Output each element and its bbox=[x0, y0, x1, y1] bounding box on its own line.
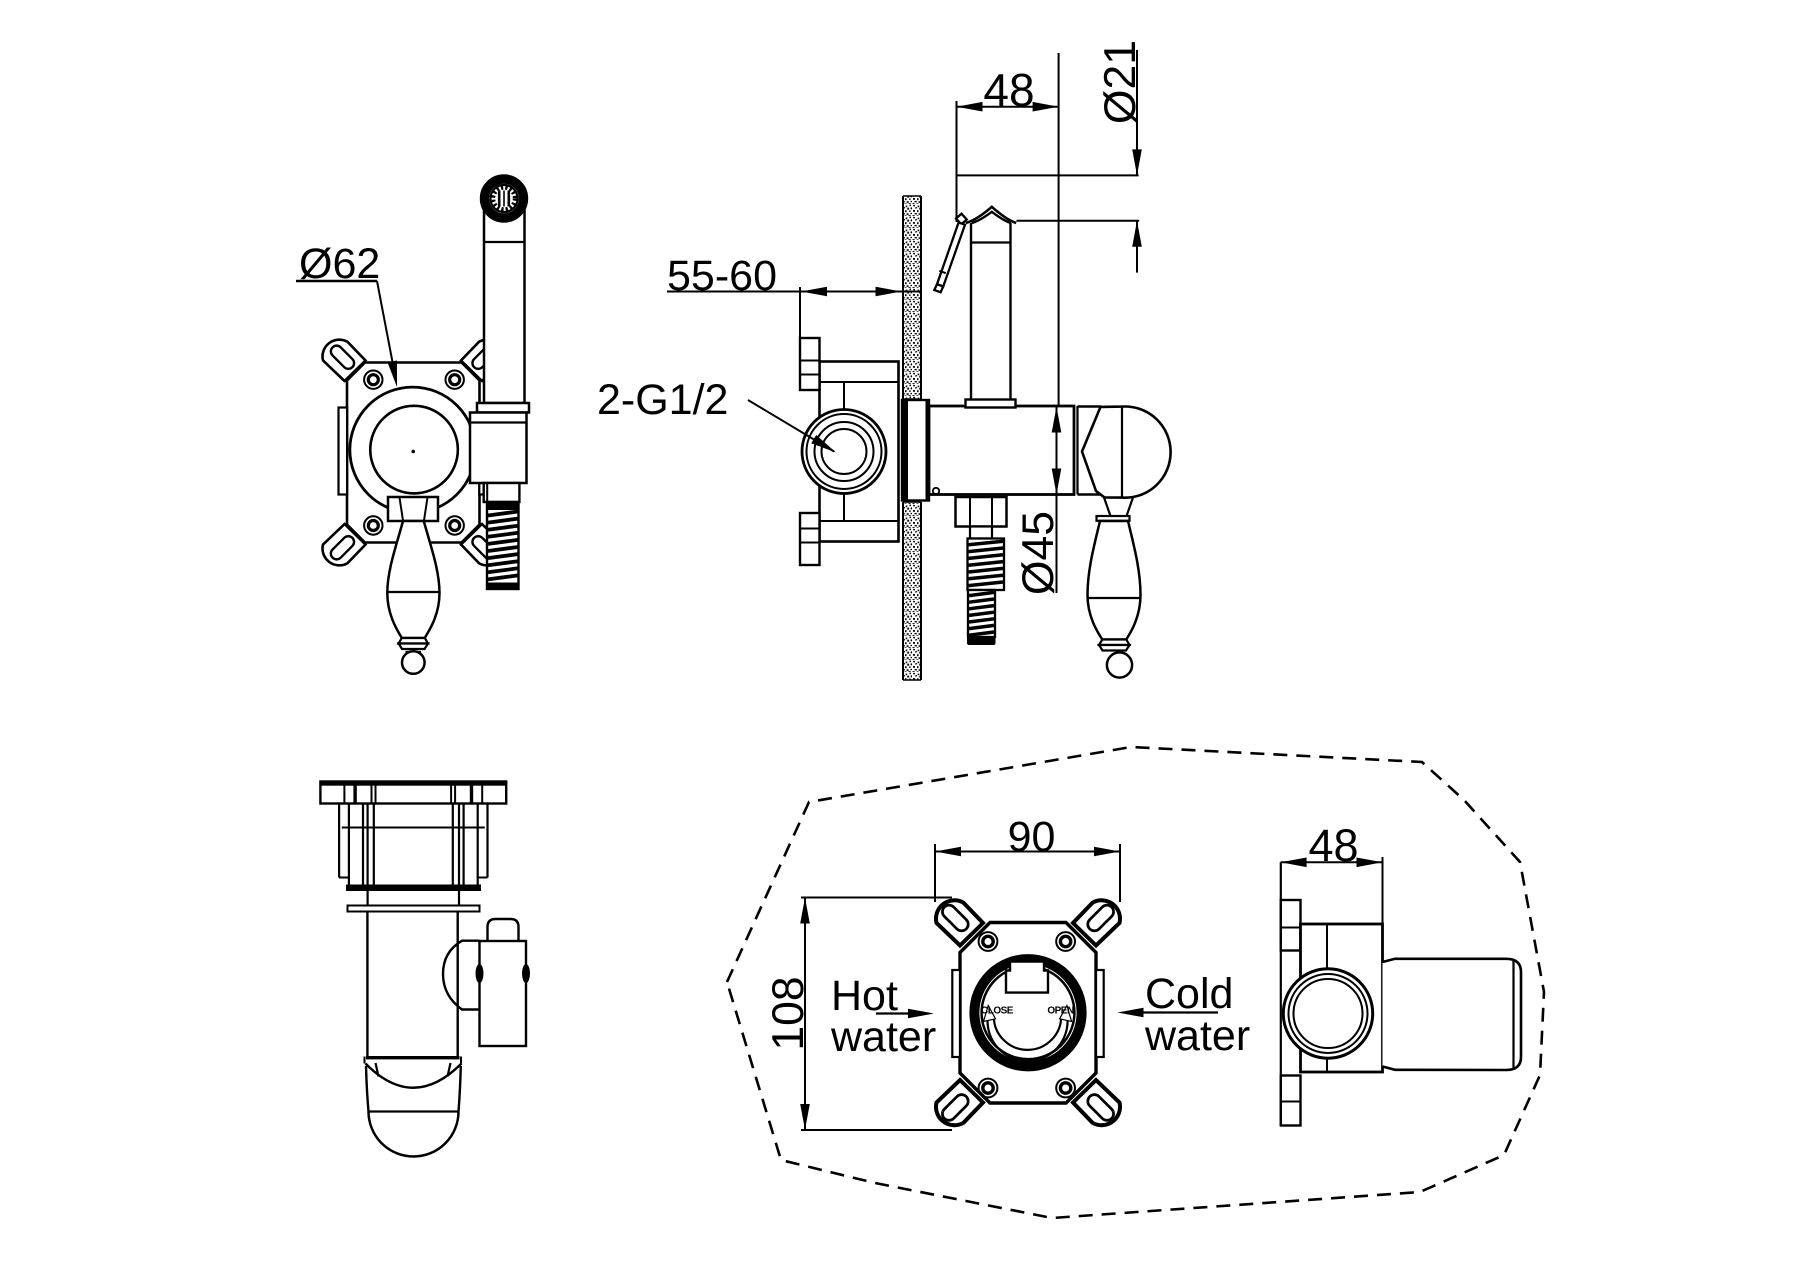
svg-text:water: water bbox=[830, 1013, 936, 1061]
svg-text:55-60: 55-60 bbox=[667, 252, 777, 300]
svg-text:water: water bbox=[1144, 1012, 1250, 1060]
svg-text:CLOSE: CLOSE bbox=[981, 1006, 1014, 1017]
svg-text:2-G1/2: 2-G1/2 bbox=[597, 376, 728, 424]
svg-text:OPEN: OPEN bbox=[1047, 1006, 1074, 1017]
svg-text:Ø45: Ø45 bbox=[1014, 511, 1063, 595]
svg-text:90: 90 bbox=[1008, 813, 1056, 861]
svg-text:48: 48 bbox=[983, 64, 1034, 116]
svg-text:Hot: Hot bbox=[831, 972, 898, 1020]
svg-text:48: 48 bbox=[1308, 820, 1358, 871]
svg-text:Cold: Cold bbox=[1145, 970, 1233, 1018]
